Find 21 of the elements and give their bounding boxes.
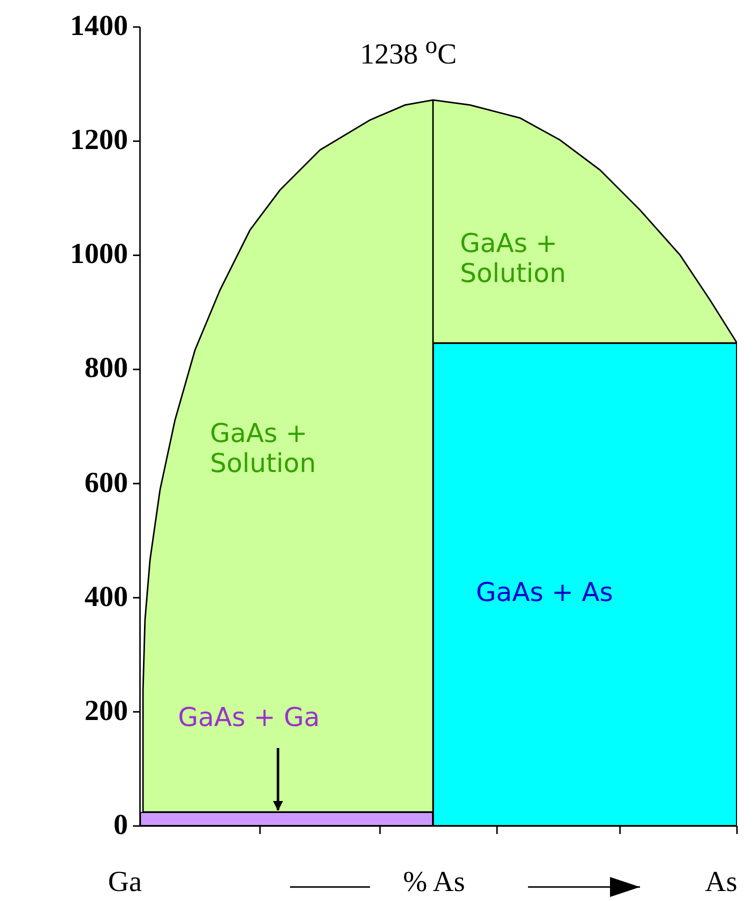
tick-label: 600 — [84, 466, 128, 500]
region-label: GaAs + As — [476, 579, 614, 609]
tick-label: 0 — [112, 809, 128, 842]
peak-temperature: 1238 $^{o}$C — [360, 32, 457, 72]
phase-region — [140, 98, 433, 812]
region-label: GaAs + Solution — [210, 420, 317, 480]
phase-region — [433, 343, 737, 826]
tick-label: 1000 — [69, 238, 128, 272]
arrow — [273, 748, 283, 811]
phase-region — [433, 98, 737, 343]
axis-label: Ga — [108, 866, 142, 900]
region-label: GaAs + Solution — [460, 230, 567, 290]
tick-label: 400 — [84, 580, 128, 614]
axis-label: % As — [403, 866, 466, 900]
tick-label: 200 — [84, 694, 128, 728]
region-label: GaAs + Ga — [178, 704, 320, 734]
tick-label: 1400 — [69, 10, 128, 44]
axis-label: As — [705, 866, 738, 900]
tick-label: 800 — [84, 352, 128, 386]
phase-strip — [140, 812, 433, 826]
tick-label: 1200 — [69, 124, 128, 158]
